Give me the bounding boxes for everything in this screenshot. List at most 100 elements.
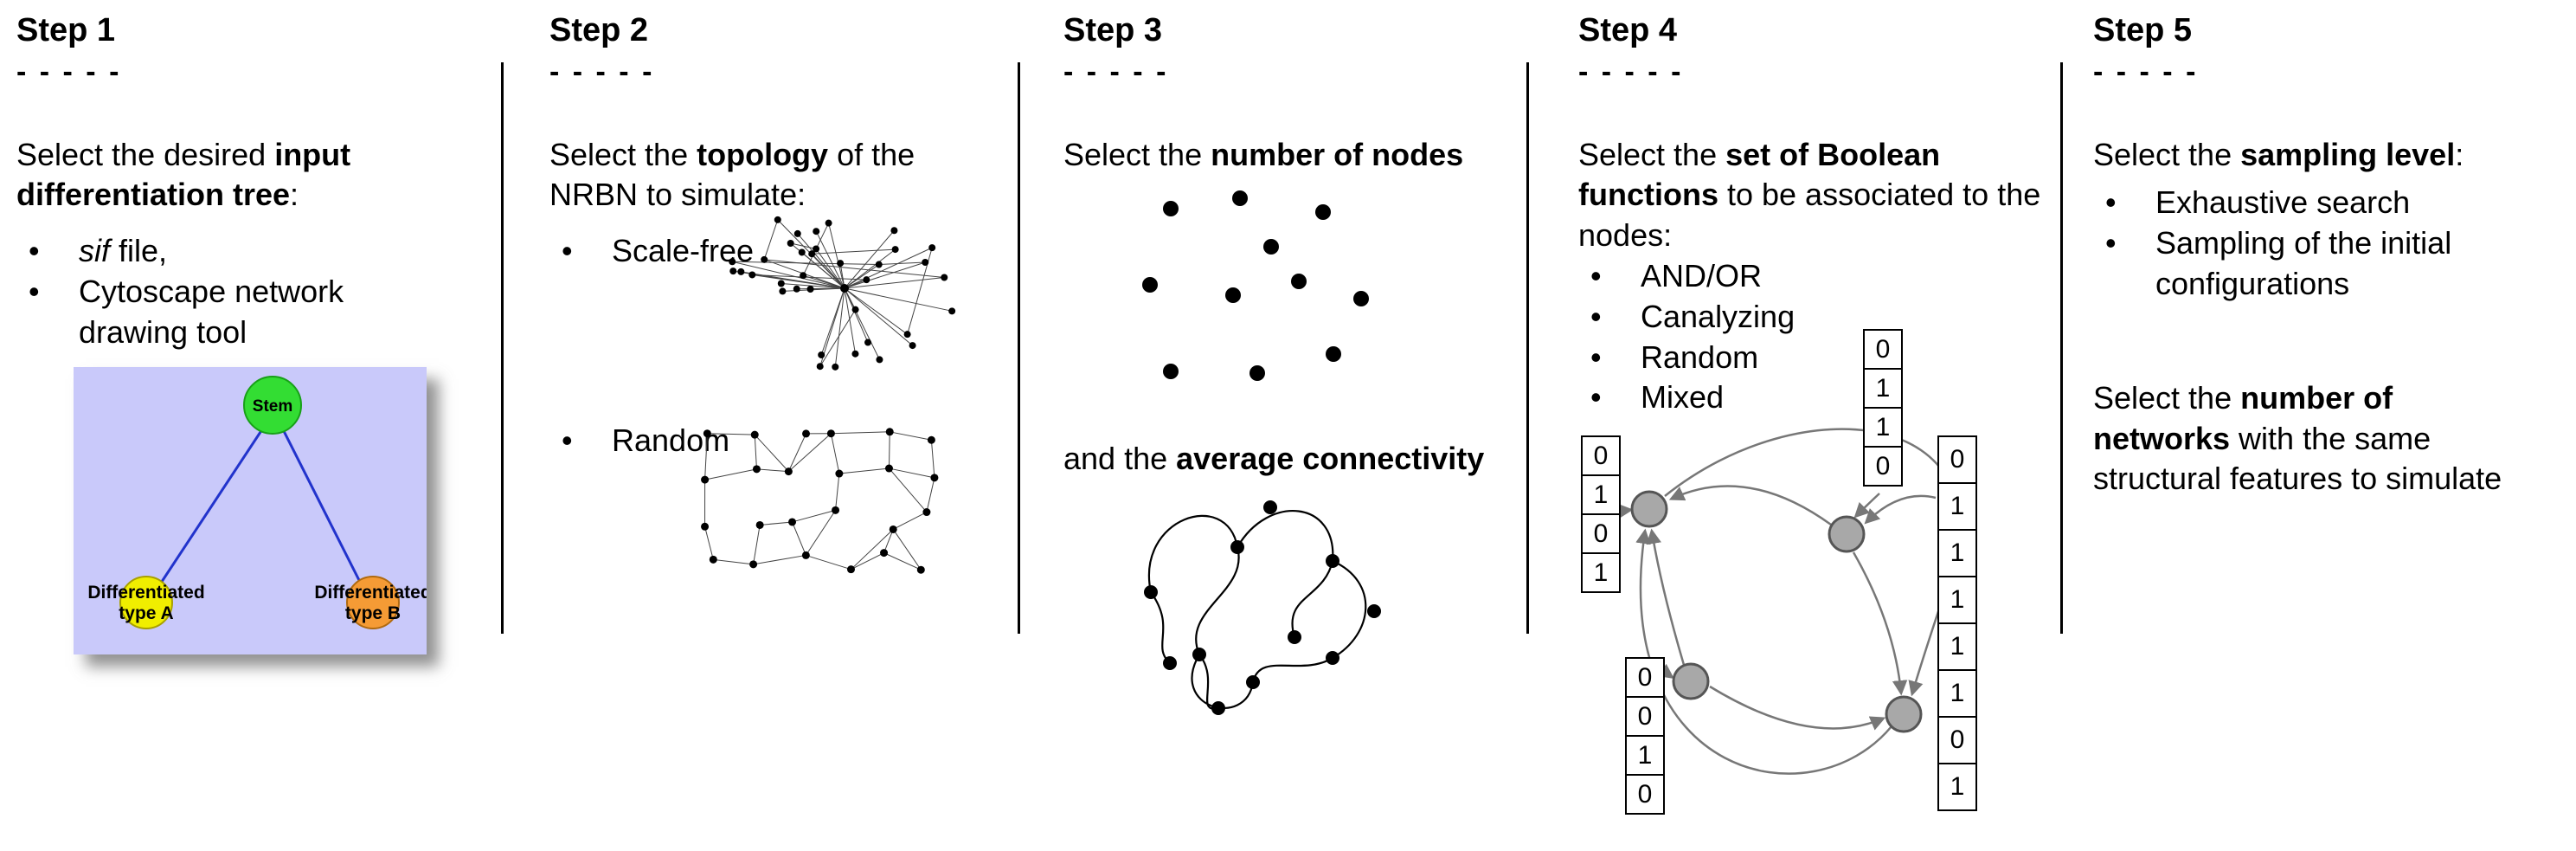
boolean-network-arrow: [1668, 485, 1832, 526]
step-5-networks-paragraph: Select the number of networks with the s…: [2093, 378, 2576, 500]
differentiation-tree-svg: Stem Differentiated type A Differentiate…: [74, 366, 427, 654]
boolean-network-node: [1630, 490, 1668, 528]
truth-table-cell: 1: [1863, 407, 1903, 448]
bold-phrase: networks: [2093, 420, 2231, 456]
text-segment: Select the: [1063, 136, 1211, 172]
bullet-label: Sampling of the initial configurations: [2155, 225, 2452, 302]
type-a-label-line2: type A: [119, 603, 173, 623]
boolean-network-arrow: [1853, 493, 1880, 519]
text-segment: Select the: [2093, 379, 2241, 416]
step-5-dashes: - - - - -: [2093, 55, 2199, 88]
paragraph-line: structural features to simulate: [2093, 459, 2576, 500]
step-4-bullet-mixed: Mixed: [1578, 377, 2060, 418]
truth-table-cell: 1: [1937, 529, 1977, 577]
step-3-connectivity-text: and the average connectivity: [1063, 439, 1526, 480]
truth-table-cell: 0: [1863, 446, 1903, 487]
nodes-dots-graphic: [1142, 190, 1369, 382]
bullet-icon: [562, 421, 612, 461]
step-4-bullet-canalyzing: Canalyzing: [1578, 297, 2060, 338]
step-4-bullet-random: Random: [1578, 338, 2060, 378]
boolean-network-arrow: [1709, 685, 1886, 731]
type-b-label-line2: type B: [345, 603, 401, 623]
bold-phrase: average connectivity: [1176, 441, 1485, 477]
bullet-label: sif file,: [79, 231, 167, 272]
truth-table-cell: 0: [1625, 657, 1665, 698]
truth-table-cell: 0: [1937, 435, 1977, 484]
bold-phrase: input differentiation tree: [16, 136, 351, 213]
step-3-intro: Select the number of nodes: [1063, 135, 1513, 176]
stem-node-circle: [243, 375, 302, 435]
step-1-bullet-cytoscape: Cytoscape network drawing tool: [16, 272, 501, 353]
bold-phrase: number of nodes: [1211, 136, 1464, 172]
text-segment: of the NRBN to simulate:: [549, 136, 915, 213]
step-2-heading: Step 2: [549, 12, 649, 48]
bullet-icon: [29, 231, 79, 272]
text-segment: Select the: [549, 136, 697, 172]
text-segment: with the same: [2230, 420, 2431, 456]
type-a-label-line1: Differentiated: [87, 583, 204, 603]
bullet-label: AND/OR: [1641, 258, 1763, 294]
truth-table-left: 0 1 0 1: [1581, 435, 1621, 593]
bold-phrase: number of: [2240, 379, 2393, 416]
step-4-bullet-and-or: AND/OR: [1578, 256, 2060, 297]
type-b-label-line1: Differentiated: [314, 583, 427, 603]
step-4-intro: Select the set of Boolean functions to b…: [1578, 135, 2046, 256]
boolean-network-arrow: [1664, 428, 1960, 697]
truth-table-bottom: 0 0 1 0: [1625, 657, 1665, 815]
truth-table-cell: 1: [1863, 368, 1903, 409]
step-1-bullet-sif-file: sif file,: [16, 231, 501, 272]
bullet-icon: [1590, 256, 1641, 297]
truth-table-right: 0 1 1 1 1 1 0 1: [1937, 435, 1977, 811]
bullet-label: Cytoscape network drawing tool: [79, 274, 344, 350]
paragraph-line: Select the number of: [2093, 378, 2576, 419]
bullet-label: Random: [1641, 338, 1759, 375]
truth-table-cell: 1: [1937, 669, 1977, 718]
boolean-network-arrow: [1617, 503, 1634, 519]
bullet-icon: [29, 272, 79, 353]
step-4-column: Step 4 - - - - - Select the set of Boole…: [1526, 0, 2060, 851]
boolean-network-arrow: [1852, 551, 1908, 696]
boolean-network-node: [1672, 662, 1710, 700]
truth-table-top: 0 1 1 0: [1863, 329, 1903, 487]
boolean-network-node: [1828, 515, 1866, 553]
step-5-bullet-exhaustive: Exhaustive search: [2093, 183, 2576, 223]
paragraph-line: networks with the same: [2093, 419, 2576, 460]
boolean-network-arrow: [1646, 528, 1686, 666]
stem-node-label: Stem: [253, 397, 292, 416]
bold-phrase: sampling level: [2240, 136, 2456, 172]
bullet-label: Exhaustive search: [2155, 184, 2411, 221]
truth-table-cell: 0: [1625, 696, 1665, 737]
truth-table-cell: 0: [1581, 513, 1621, 554]
bullet-label: Mixed: [1641, 379, 1725, 416]
truth-table-cell: 1: [1581, 552, 1621, 593]
step-4-heading: Step 4: [1578, 12, 1678, 48]
tree-edge-right: [281, 428, 369, 598]
truth-table-cell: 1: [1937, 576, 1977, 624]
truth-table-cell: 0: [1625, 774, 1665, 815]
bullet-label: Canalyzing: [1641, 298, 1795, 334]
type-b-node-circle: [346, 575, 400, 629]
scale-free-network-graphic: [729, 216, 956, 371]
text-segment: Select the: [1578, 136, 1726, 172]
bullet-label: Random: [612, 422, 730, 459]
bullet-icon: [2105, 183, 2155, 223]
truth-table-cell: 1: [1937, 482, 1977, 531]
boolean-network-node: [1885, 695, 1923, 733]
truth-table-cell: 1: [1625, 735, 1665, 776]
step-2-dashes: - - - - -: [549, 55, 655, 88]
step-1-column: Step 1 - - - - - Select the desired inpu…: [0, 0, 501, 851]
text-segment: structural features to simulate: [2093, 461, 2502, 497]
differentiation-tree-image: Stem Differentiated type A Differentiate…: [74, 366, 427, 654]
truth-table-cell: 1: [1937, 763, 1977, 811]
step-4-dashes: - - - - -: [1578, 55, 1684, 88]
bullet-icon: [562, 231, 612, 272]
connectivity-graph-graphic: [1144, 500, 1381, 716]
step-5-heading: Step 5: [2093, 12, 2193, 48]
column-divider: [1018, 62, 1020, 634]
text-segment: :: [290, 177, 299, 213]
column-divider: [2060, 62, 2063, 634]
text-segment: to be associated to the nodes:: [1578, 177, 2041, 254]
step-1-intro: Select the desired input differentiation…: [16, 135, 449, 216]
truth-table-cell: 1: [1937, 622, 1977, 671]
